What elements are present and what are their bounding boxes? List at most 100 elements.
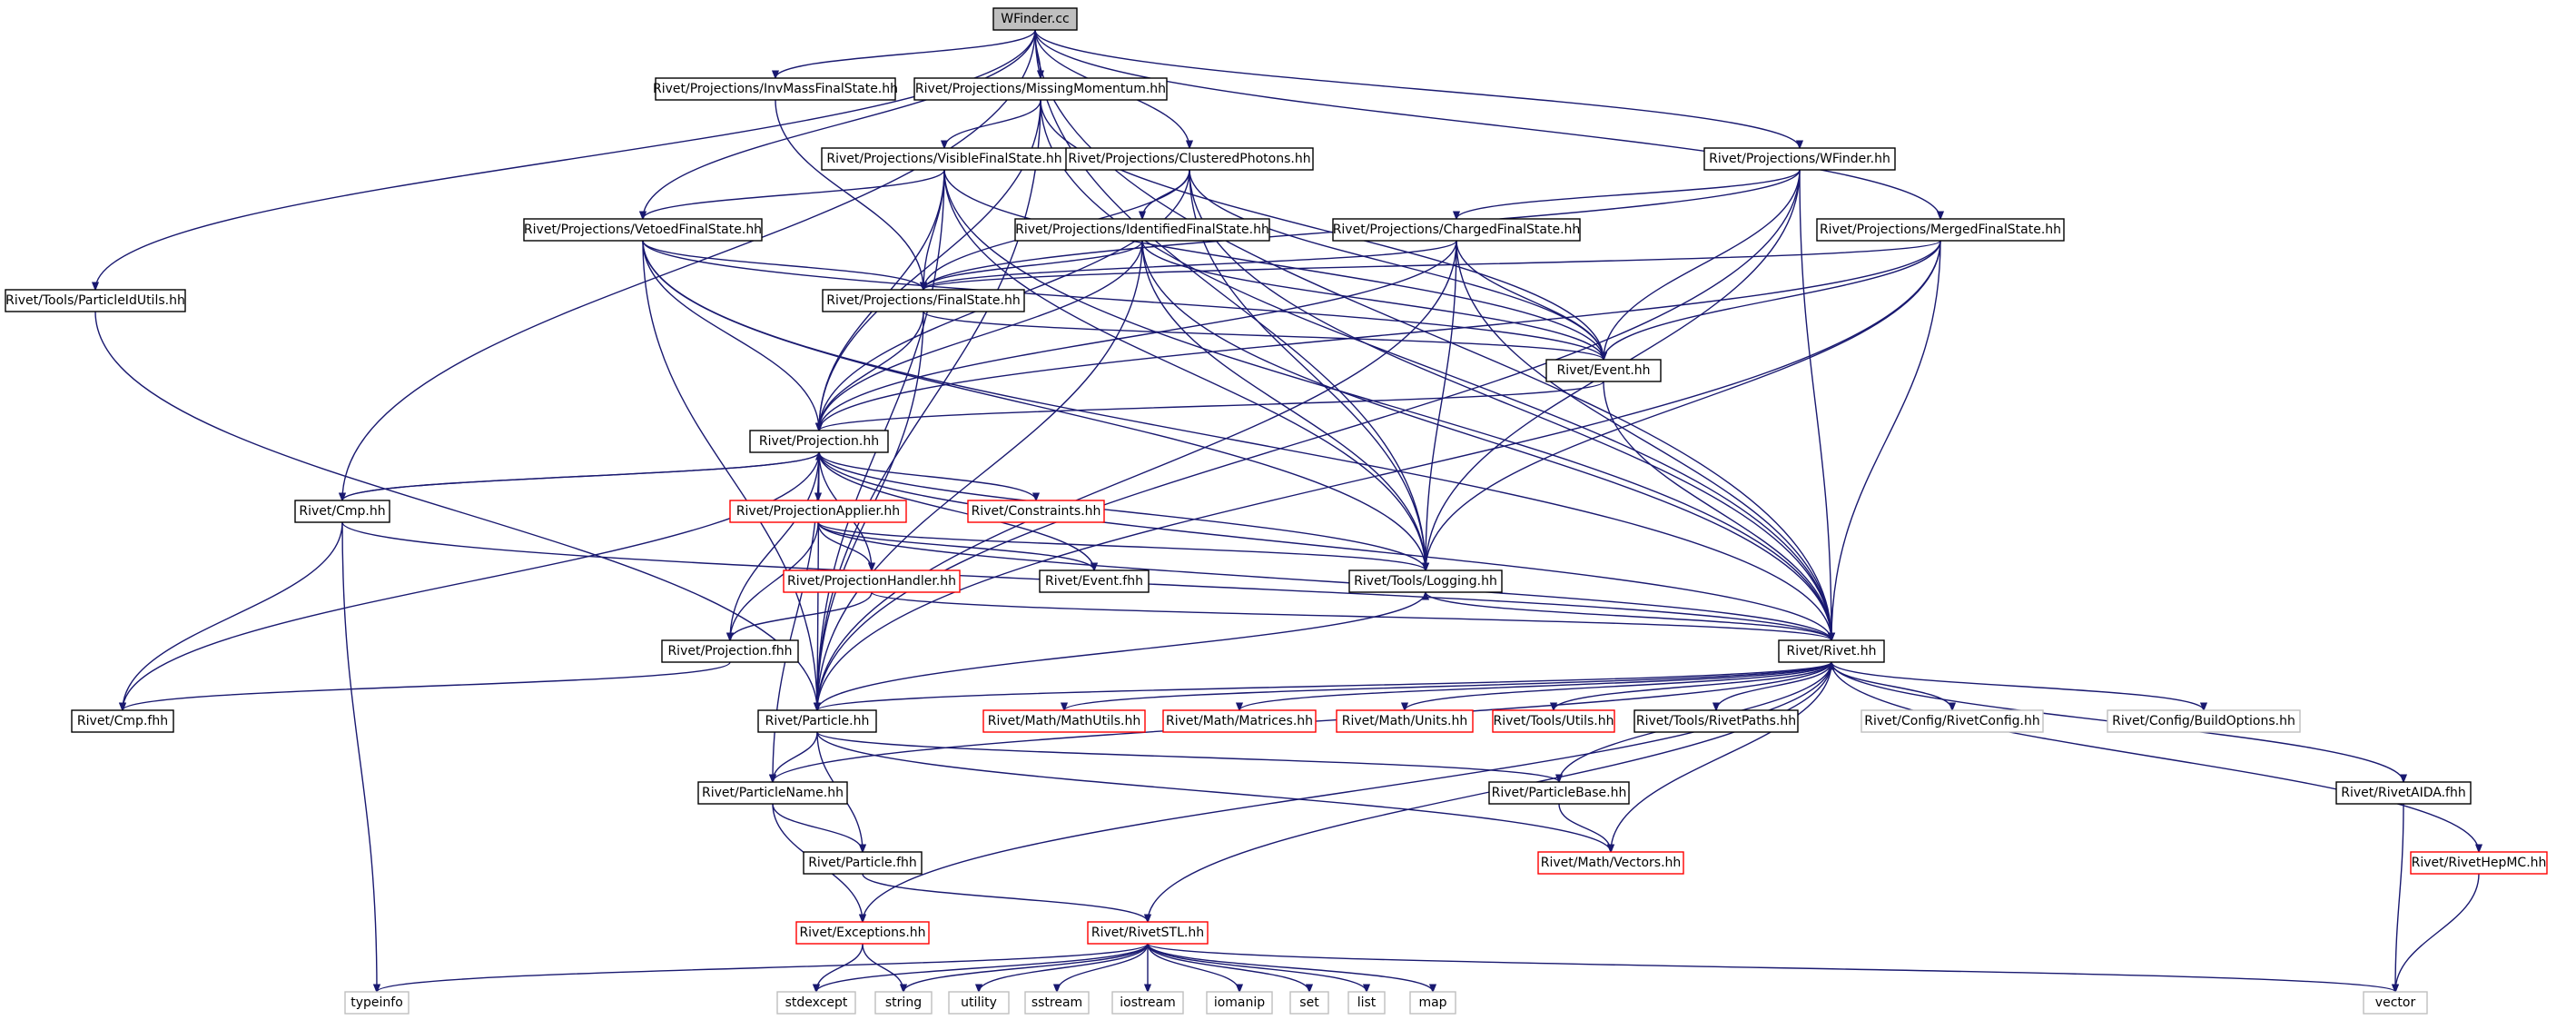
node-vetoedfs[interactable]: Rivet/Projections/VetoedFinalState.hh (523, 218, 763, 242)
node-mergedfs[interactable]: Rivet/Projections/MergedFinalState.hh (1816, 218, 2065, 242)
node-rivet_hh[interactable]: Rivet/Rivet.hh (1778, 639, 1885, 663)
node-projapplier[interactable]: Rivet/ProjectionApplier.hh (729, 500, 907, 523)
node-chargedfs[interactable]: Rivet/Projections/ChargedFinalState.hh (1332, 218, 1581, 242)
edge-particlebase-to-vectors (1558, 803, 1611, 852)
node-finalstate[interactable]: Rivet/Projections/FinalState.hh (822, 289, 1025, 312)
node-particle_fhh[interactable]: Rivet/Particle.fhh (803, 851, 923, 875)
edge-wfinder_cc-to-vetoedfs (643, 29, 1036, 219)
node-units[interactable]: Rivet/Math/Units.hh (1336, 709, 1474, 733)
edge-identfs-to-event_hh (1141, 240, 1604, 360)
edge-pidutils-to-particle_hh (94, 311, 817, 710)
edge-chargedfs-to-finalstate (923, 240, 1457, 291)
edge-rivet_hh-to-vectors (1611, 661, 1832, 852)
node-box (1545, 359, 1662, 382)
node-utility: utility (948, 991, 1010, 1015)
node-box (1332, 218, 1581, 242)
edge-wfinder_hh-to-particle_hh (817, 169, 1801, 710)
node-event_fhh[interactable]: Rivet/Event.fhh (1039, 569, 1150, 593)
node-box (822, 289, 1025, 312)
edge-wfinder_cc-to-rivet_hh (1034, 29, 1831, 640)
node-box (697, 781, 848, 805)
edge-missmom-to-rivet_hh (1040, 99, 1831, 640)
node-label: Rivet/Projection.fhh (667, 644, 792, 659)
node-event_hh[interactable]: Rivet/Event.hh (1545, 359, 1662, 382)
node-typeinfo: typeinfo (344, 991, 410, 1015)
node-particlebase[interactable]: Rivet/ParticleBase.hh (1488, 781, 1630, 805)
node-label: Rivet/ProjectionApplier.hh (736, 504, 900, 519)
node-vectors[interactable]: Rivet/Math/Vectors.hh (1537, 851, 1684, 875)
node-box (661, 639, 799, 663)
node-particle_hh[interactable]: Rivet/Particle.hh (757, 709, 877, 733)
edge-missmom-to-event_hh (1040, 99, 1604, 360)
node-mathutils[interactable]: Rivet/Math/MathUtils.hh (982, 709, 1146, 733)
node-matrices[interactable]: Rivet/Math/Matrices.hh (1162, 709, 1317, 733)
node-box (1039, 569, 1150, 593)
node-rivetaida[interactable]: Rivet/RivetAIDA.fhh (2335, 781, 2472, 805)
node-clphot[interactable]: Rivet/Projections/ClusteredPhotons.hh (1065, 147, 1314, 171)
node-label: Rivet/Exceptions.hh (799, 926, 925, 940)
node-rivetpaths[interactable]: Rivet/Tools/RivetPaths.hh (1633, 709, 1799, 733)
edge-visfs-to-event_hh (943, 169, 1604, 360)
node-label: typeinfo (350, 995, 403, 1010)
edge-wfinder_cc-to-logging (1034, 29, 1426, 570)
node-logging[interactable]: Rivet/Tools/Logging.hh (1348, 569, 1503, 593)
node-label: Rivet/ProjectionHandler.hh (787, 574, 956, 589)
node-projhandler[interactable]: Rivet/ProjectionHandler.hh (783, 569, 961, 593)
edge-finalstate-to-event_hh (923, 311, 1604, 361)
node-wfinder_hh[interactable]: Rivet/Projections/WFinder.hh (1703, 147, 1896, 171)
node-wfinder_cc[interactable]: WFinder.cc (992, 7, 1078, 31)
edge-projection_hh-to-constraints (818, 451, 1036, 500)
node-constraints[interactable]: Rivet/Constraints.hh (967, 500, 1105, 523)
dependency-edges (94, 29, 2479, 992)
node-particlename[interactable]: Rivet/ParticleName.hh (697, 781, 848, 805)
node-label: set (1299, 995, 1319, 1010)
node-box (776, 991, 856, 1015)
node-cmp_fhh[interactable]: Rivet/Cmp.fhh (71, 709, 174, 733)
node-projection_fhh[interactable]: Rivet/Projection.fhh (661, 639, 799, 663)
node-rivethepmc[interactable]: Rivet/RivetHepMC.hh (2410, 851, 2548, 875)
node-box (71, 709, 174, 733)
node-box (1488, 781, 1630, 805)
node-visfs[interactable]: Rivet/Projections/VisibleFinalState.hh (821, 147, 1068, 171)
node-label: Rivet/RivetAIDA.fhh (2341, 786, 2465, 800)
node-rivetstl[interactable]: Rivet/RivetSTL.hh (1087, 921, 1209, 945)
node-label: Rivet/Rivet.hh (1787, 644, 1877, 659)
edge-finalstate-to-projection_hh (819, 311, 924, 431)
node-label: map (1418, 995, 1446, 1010)
edge-exceptions-to-stdexcept (816, 943, 864, 992)
node-utils[interactable]: Rivet/Tools/Utils.hh (1492, 709, 1615, 733)
node-string: string (874, 991, 933, 1015)
node-box (1816, 218, 2065, 242)
node-label: Rivet/Particle.fhh (808, 856, 917, 870)
node-cmp_hh[interactable]: Rivet/Cmp.hh (294, 500, 390, 523)
node-exceptions[interactable]: Rivet/Exceptions.hh (795, 921, 930, 945)
edge-vetoedfs-to-rivet_hh (642, 240, 1831, 640)
edge-exceptions-to-string (862, 943, 903, 992)
node-missmom[interactable]: Rivet/Projections/MissingMomentum.hh (913, 77, 1168, 101)
edge-particle_hh-to-particlename (773, 731, 818, 782)
node-label: Rivet/ParticleBase.hh (1492, 786, 1627, 800)
node-pidutils[interactable]: Rivet/Tools/ParticleIdUtils.hh (5, 289, 186, 312)
node-box (948, 991, 1010, 1015)
edge-wfinder_cc-to-invmass (775, 29, 1036, 78)
node-identfs[interactable]: Rivet/Projections/IdentifiedFinalState.h… (1014, 218, 1270, 242)
node-projection_hh[interactable]: Rivet/Projection.hh (749, 430, 889, 453)
node-label: Rivet/Config/RivetConfig.hh (1864, 714, 2039, 728)
edge-mergedfs-to-logging (1426, 240, 1941, 570)
node-box (803, 851, 923, 875)
edge-clphot-to-event_hh (1189, 169, 1604, 360)
edge-vetoedfs-to-particle_hh (642, 240, 817, 710)
node-invmass[interactable]: Rivet/Projections/InvMassFinalState.hh (653, 77, 898, 101)
node-box (1347, 991, 1386, 1015)
edge-particle_hh-to-vectors (816, 731, 1611, 852)
edge-projection_hh-to-rivet_hh (818, 451, 1831, 640)
node-box (1336, 709, 1474, 733)
node-box (1162, 709, 1317, 733)
edge-rivet_hh-to-buildoptions (1831, 661, 2204, 710)
edge-rivet_hh-to-units (1405, 661, 1832, 710)
edge-particle_hh-to-particlebase (816, 731, 1559, 783)
edge-vetoedfs-to-projection_hh (642, 240, 819, 431)
edge-cmp_hh-to-cmp_fhh (123, 521, 343, 710)
node-label: Rivet/Constraints.hh (972, 504, 1101, 519)
